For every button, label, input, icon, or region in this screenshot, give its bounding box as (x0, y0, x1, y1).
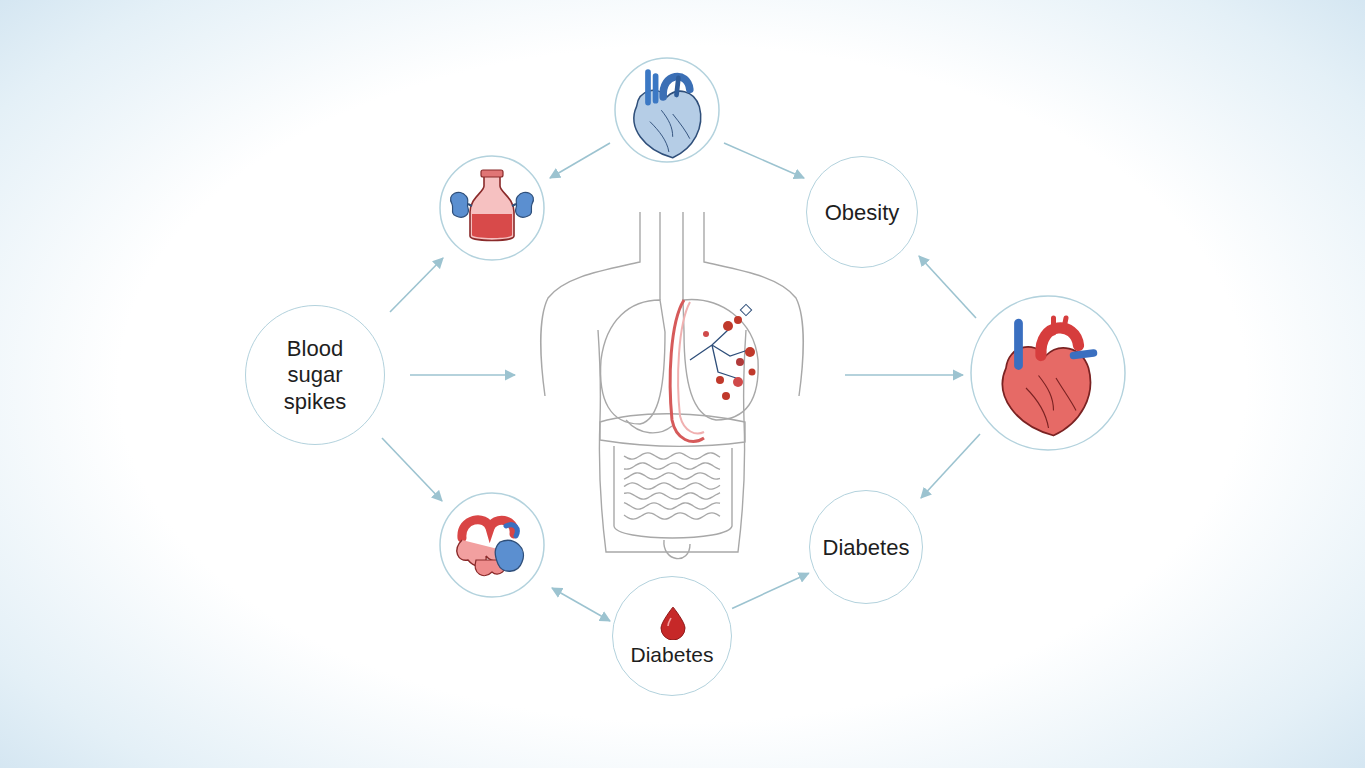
intestine-loop (624, 493, 720, 499)
torso-illustration-part (664, 540, 690, 559)
heart-icon-part (677, 78, 679, 95)
vessel-icon (457, 520, 524, 576)
blood-drop-icon (660, 606, 686, 640)
lung-vessels-part (690, 330, 748, 378)
flow-arrows-part (552, 588, 610, 621)
lung-vessels-part (733, 377, 743, 387)
torso-illustration-part (660, 212, 683, 300)
node-label: Obesity (825, 200, 900, 226)
aorta (670, 300, 704, 441)
intestine-loop (624, 473, 720, 479)
heart-icon-part (648, 72, 656, 102)
condition-circle: Diabetes (612, 576, 732, 696)
blood-drop (661, 607, 685, 640)
node-label: Diabetes (631, 642, 714, 667)
heart-icon-part (1026, 376, 1076, 429)
blood-drop-shine (668, 618, 671, 626)
lung-vessels-part (723, 321, 733, 331)
flow-arrow (732, 573, 809, 608)
lung-vessels-part (716, 376, 724, 384)
kidney-icon-part (472, 214, 512, 238)
lung-vessels-part (722, 392, 730, 400)
heart-icon-part (1054, 318, 1067, 333)
lung-vessels-part (736, 358, 744, 366)
icon-circles-part (440, 493, 544, 597)
cause-circle: Blood sugar spikes (245, 305, 385, 445)
kidney-icon-part (468, 204, 516, 206)
vessel-icon-part (495, 540, 523, 571)
heart-icon-part (1074, 353, 1094, 356)
flow-arrows-part (724, 143, 804, 178)
intestines (624, 453, 720, 519)
icon-circles-part (971, 296, 1125, 450)
torso-illustration-part (704, 212, 803, 396)
torso-illustration-part (601, 300, 665, 424)
node-label: Blood sugar spikes (281, 336, 350, 415)
heart-icon (1003, 318, 1094, 436)
heart-icon-part (663, 77, 690, 97)
torso-illustration-part (683, 300, 758, 420)
node-label: Diabetes (823, 535, 910, 561)
flow-arrows-part (550, 143, 610, 178)
heart-icon-part (1041, 328, 1079, 356)
torso-illustration (541, 212, 803, 559)
lung-vessels (690, 304, 756, 400)
flow-arrows-part (845, 374, 963, 376)
intestine-loop (624, 453, 720, 459)
kidney-icon-part (470, 176, 514, 241)
heart-icon-part (1014, 323, 1023, 366)
torso-illustration-part (541, 212, 640, 396)
intestine-loop (624, 483, 720, 489)
lung-vessels-part (740, 304, 751, 315)
condition-circle: Diabetes (809, 490, 923, 604)
aorta-part (678, 302, 704, 433)
flow-arrows (382, 143, 980, 621)
heart-icon-part (650, 110, 690, 152)
heart-icon-part (634, 90, 701, 157)
kidney-icon (451, 170, 534, 241)
vessel-icon-part (462, 520, 514, 538)
intestine-loop (624, 463, 720, 470)
aorta-part (670, 300, 704, 441)
lung-vessels-part (745, 347, 755, 357)
lung-vessels-part (703, 331, 709, 337)
torso-illustration-part (626, 420, 672, 433)
icon-circles-part (615, 58, 719, 162)
flow-arrows-part (382, 438, 442, 501)
torso-illustration-part (614, 446, 732, 538)
kidney-icon-part (516, 192, 534, 217)
flow-arrows-part (390, 258, 443, 312)
lung-vessels-part (749, 369, 756, 376)
flow-arrows-part (919, 256, 976, 318)
kidney-icon-part (481, 170, 503, 177)
lung-vessels-part (734, 316, 742, 324)
vessel-icon-part (506, 525, 517, 536)
icon-circles-part (440, 156, 544, 260)
flow-arrows-part (921, 434, 980, 498)
icon-circles (440, 58, 1125, 597)
flow-arrows-part (410, 374, 515, 376)
heart-icon (634, 72, 701, 158)
condition-circle: Obesity (806, 156, 918, 268)
intestine-loop (624, 513, 720, 519)
kidney-icon-part (451, 192, 469, 217)
intestine-loop (624, 503, 720, 509)
